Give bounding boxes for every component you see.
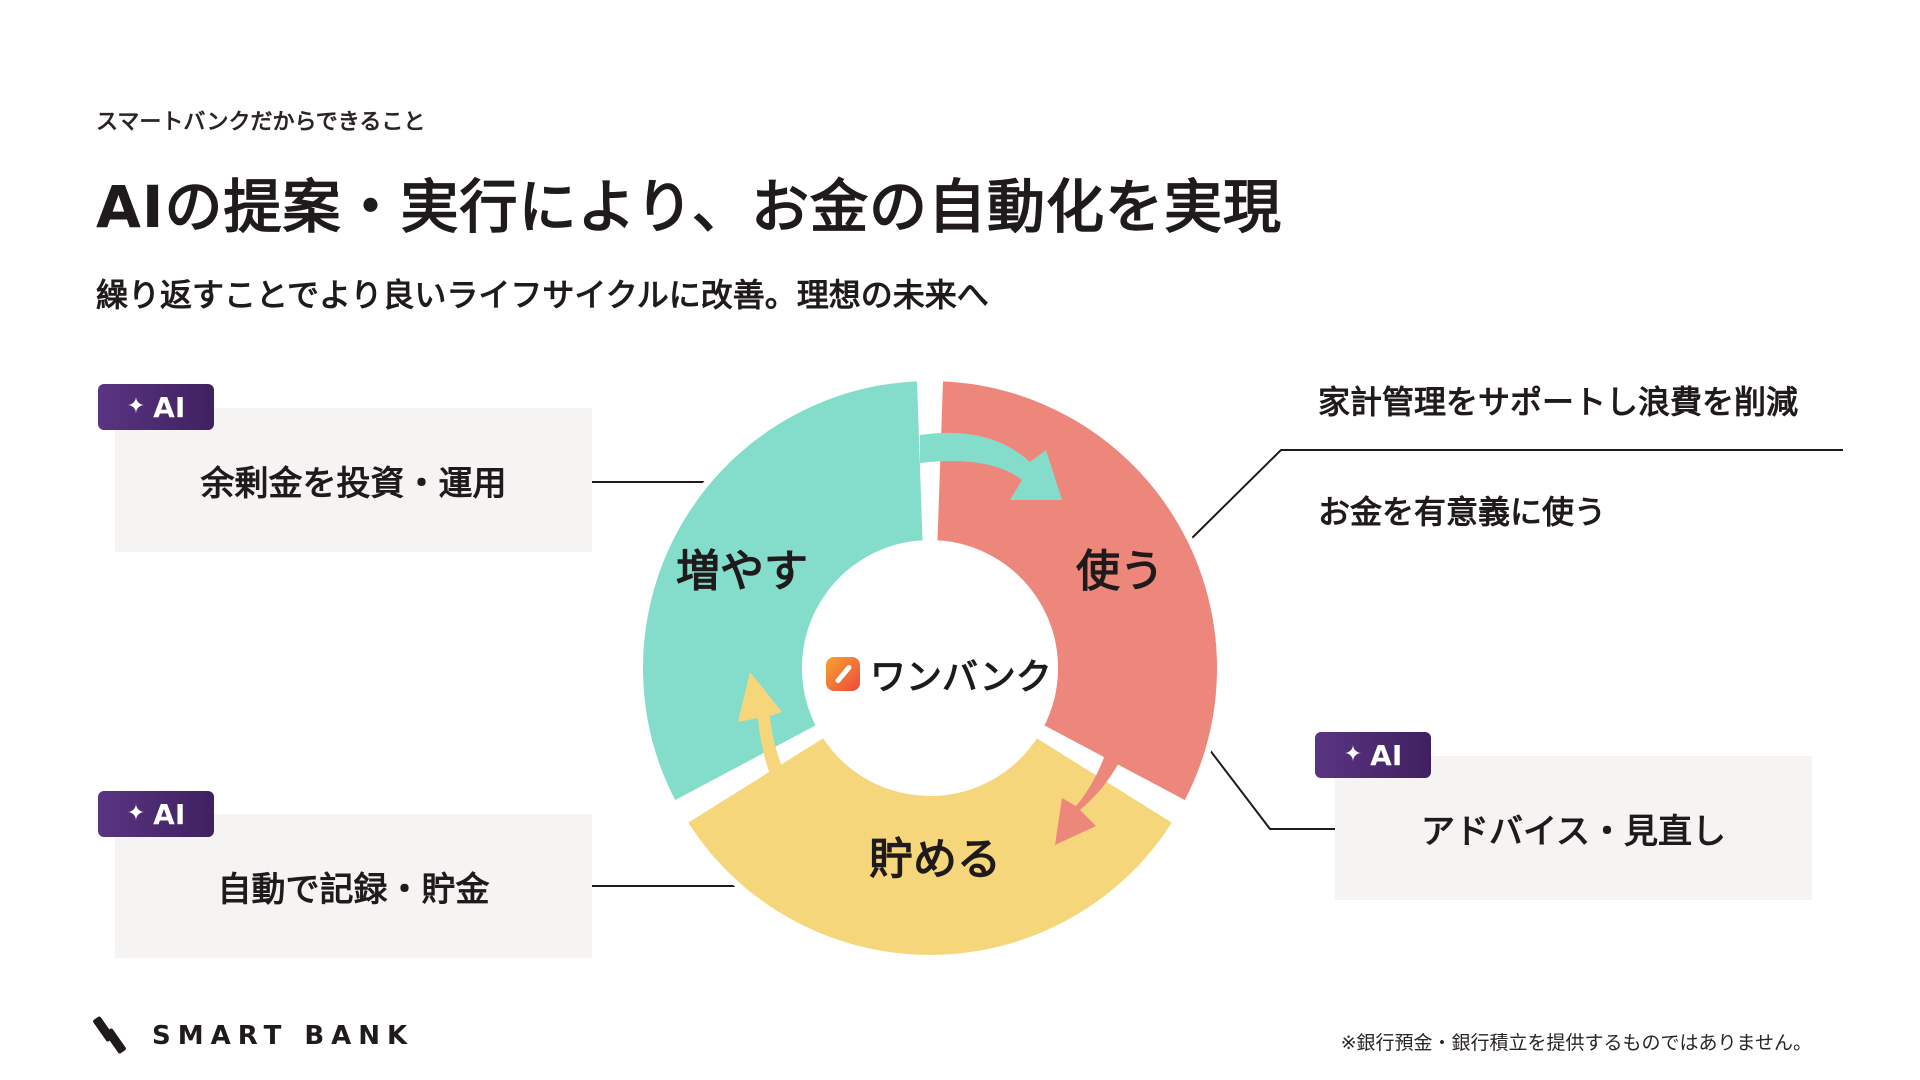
connector-use-notes <box>1189 449 1843 541</box>
sparkle-icon: ✦ <box>126 801 146 826</box>
use-note-1: 家計管理をサポートし浪費を削減 <box>1318 383 1799 421</box>
one-bank-logo: ワンバンク <box>826 648 1052 700</box>
segment-label-use: 使う <box>1076 546 1164 597</box>
card-record: 自動で記録・貯金 <box>115 814 592 958</box>
ai-badge-record: ✦ AI <box>98 791 214 837</box>
footnote: ※銀行預金・銀行積立を提供するものではありません。 <box>1340 1032 1812 1054</box>
ai-badge-advice: ✦ AI <box>1315 732 1431 778</box>
arrow-grow-to-use <box>920 432 1062 500</box>
use-note-2: お金を有意義に使う <box>1318 493 1607 531</box>
segment-grow <box>636 375 929 808</box>
section-eyebrow: スマートバンクだからできること <box>96 110 426 135</box>
page-subtitle: 繰り返すことでより良いライフサイクルに改善。理想の未来へ <box>96 276 989 314</box>
smart-bank-logo: SMART BANK <box>92 1015 415 1056</box>
ai-badge-label: AI <box>153 797 186 831</box>
card-invest-text: 余剰金を投資・運用 <box>200 463 507 504</box>
sparkle-icon: ✦ <box>1343 742 1363 767</box>
segment-label-grow: 増やす <box>676 546 808 597</box>
smart-bank-mark-icon <box>92 1015 127 1056</box>
one-bank-name: ワンバンク <box>870 657 1052 698</box>
card-advice: アドバイス・見直し <box>1335 756 1812 900</box>
page-title: AIの提案・実行により、お金の自動化を実現 <box>96 173 1282 241</box>
card-advice-text: アドバイス・見直し <box>1421 811 1726 852</box>
segment-use <box>931 375 1224 808</box>
ai-badge-label: AI <box>153 390 186 424</box>
one-bank-app-icon <box>826 657 860 691</box>
card-record-text: 自動で記録・貯金 <box>217 869 490 910</box>
sparkle-icon: ✦ <box>126 394 146 419</box>
ai-badge-label: AI <box>1370 738 1403 772</box>
ai-badge-invest: ✦ AI <box>98 384 214 430</box>
connector-advice <box>1189 723 1335 830</box>
arrow-save-to-grow <box>738 672 784 775</box>
segment-save <box>681 731 1179 961</box>
smart-bank-wordmark: SMART BANK <box>152 1021 415 1051</box>
arrow-use-to-save <box>1055 740 1128 845</box>
segment-label-save: 貯める <box>869 834 1001 885</box>
card-invest: 余剰金を投資・運用 <box>115 408 592 552</box>
